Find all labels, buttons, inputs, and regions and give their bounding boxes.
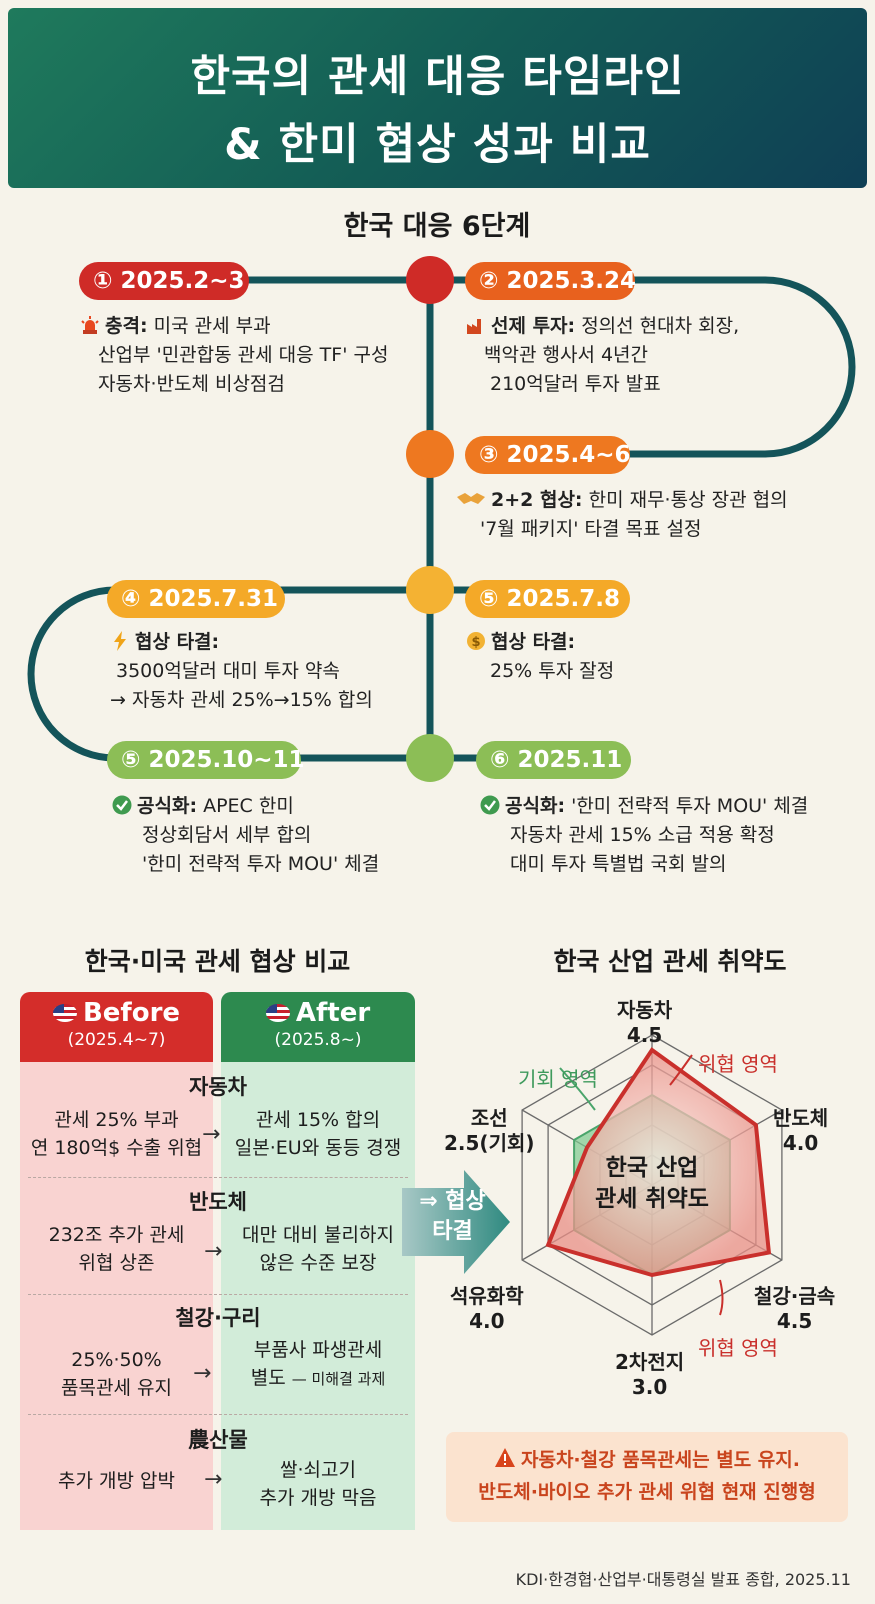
- big-arrow-icon: [402, 1170, 510, 1274]
- page-title-line2: & 한미 협상 성과 비교: [224, 120, 651, 170]
- step-7-text: 공식화: '한미 전략적 투자 MOU' 체결 자동차 관세 15% 소급 적용…: [480, 792, 808, 879]
- step-1-text: 충격: 미국 관세 부과 산업부 '민관합동 관세 대응 TF' 구성 자동차·…: [80, 312, 388, 399]
- svg-text:$: $: [471, 635, 480, 650]
- row-divider: [28, 1177, 408, 1178]
- step-3-text: 2+2 협상: 한미 재무·통상 장관 협의 '7월 패키지' 타결 목표 설정: [456, 486, 788, 544]
- category-steel: 철강·구리: [175, 1306, 261, 1330]
- step-2-text: 선제 투자: 정의선 현대차 회장, 백악관 행사서 4년간 210억달러 투자…: [466, 312, 739, 399]
- radar-chart: 한국 산업 관세 취약도: [521, 1034, 783, 1336]
- step-4-date: ④ 2025.7.31: [107, 580, 285, 618]
- step-3-date: ③ 2025.4~6: [465, 436, 631, 474]
- page-title-line1: 한국의 관세 대응 타임라인: [190, 52, 685, 102]
- before-column: Before (2025.4~7): [20, 992, 213, 1530]
- lightning-icon: [110, 631, 130, 651]
- us-flag-icon: [52, 1004, 77, 1022]
- arrow-right-icon: →: [204, 1239, 223, 1264]
- warning-box: 자동차·철강 품목관세는 별도 유지. 반도체·바이오 추가 관세 위협 현재 …: [446, 1432, 848, 1522]
- timeline-title: 한국 대응 6단계: [343, 211, 531, 242]
- step-4-text: 협상 타결: 3500억달러 대미 투자 약속 → 자동차 관세 25%→15%…: [110, 631, 373, 711]
- step-7-date: ⑥ 2025.11: [476, 741, 631, 779]
- timeline-node-3: [406, 566, 454, 614]
- source-note: KDI·한경협·산업부·대통령실 발표 종합, 2025.11: [515, 1570, 851, 1589]
- big-arrow-label: ⇒ 협상 타결: [419, 1189, 486, 1244]
- step-6-text: 공식화: APEC 한미 정상회담서 세부 합의 '한미 전략적 투자 MOU'…: [112, 792, 379, 879]
- step-5-date: ⑤ 2025.7.8: [465, 580, 630, 618]
- coin-icon: $: [466, 631, 486, 651]
- after-column: After (2025.8~): [221, 992, 415, 1530]
- radar-title: 한국 산업 관세 취약도: [553, 947, 787, 976]
- row-divider: [28, 1414, 408, 1415]
- us-flag-icon: [265, 1004, 290, 1022]
- siren-icon: [80, 315, 100, 335]
- radar-center-line2: 관세 취약도: [595, 1186, 709, 1212]
- check-circle-icon: [112, 795, 132, 815]
- warning-icon: [494, 1447, 516, 1469]
- before-header: Before (2025.4~7): [20, 992, 213, 1062]
- title-banner: 한국의 관세 대응 타임라인 & 한미 협상 성과 비교: [8, 8, 867, 188]
- timeline-node-2: [406, 430, 454, 478]
- radar-center-line1: 한국 산업: [606, 1155, 699, 1181]
- timeline-node-1: [406, 256, 454, 304]
- arrow-right-icon: →: [204, 1467, 223, 1492]
- threat-label-bottom: 위협 영역: [698, 1336, 778, 1360]
- step-5-text: $협상 타결: 25% 투자 잘정: [466, 628, 614, 686]
- opportunity-label: 기회 영역: [518, 1067, 598, 1091]
- check-circle-icon: [480, 795, 500, 815]
- category-semiconductor: 반도체: [189, 1190, 247, 1214]
- handshake-icon: [456, 489, 486, 509]
- before-steel: 25%·50%품목관세 유지: [61, 1349, 172, 1399]
- before-agriculture: 추가 개방 압박: [58, 1470, 175, 1492]
- arrow-right-icon: →: [202, 1122, 221, 1147]
- after-steel: 부품사 파생관세 별도 — 미해결 과제: [250, 1339, 386, 1389]
- category-agriculture: 農산물: [188, 1428, 248, 1452]
- comparison-title: 한국·미국 관세 협상 비교: [84, 947, 351, 976]
- step-2-date: ② 2025.3.24: [465, 262, 636, 300]
- timeline-node-4: [406, 734, 454, 782]
- threat-label-top: 위협 영역: [698, 1052, 778, 1076]
- threat-area: [545, 1047, 772, 1278]
- row-divider: [28, 1294, 408, 1295]
- step-6-date: ⑤ 2025.10~11: [107, 741, 305, 779]
- after-header: After (2025.8~): [221, 992, 415, 1062]
- category-auto: 자동차: [189, 1075, 247, 1099]
- step-1-date: ① 2025.2~3: [79, 262, 249, 300]
- factory-icon: [466, 315, 486, 335]
- arrow-right-icon: →: [193, 1361, 212, 1386]
